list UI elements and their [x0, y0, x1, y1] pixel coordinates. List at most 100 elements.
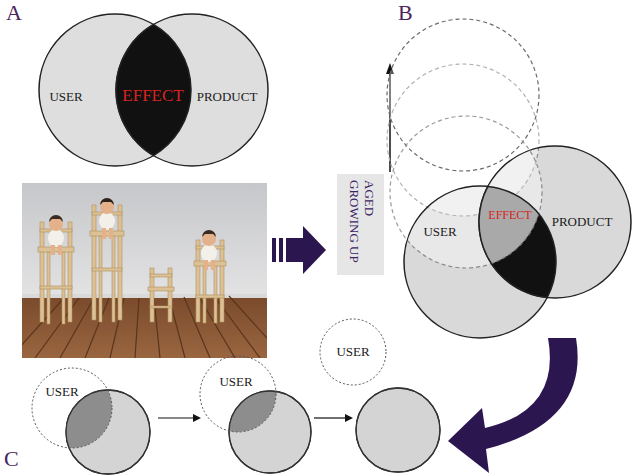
- faded-region: [387, 19, 539, 171]
- chair-post: [40, 222, 44, 322]
- user-dotted-outline: [32, 368, 112, 448]
- high-chair-photo: [22, 183, 267, 358]
- shape-group: [116, 14, 268, 166]
- circle-outline: [39, 14, 191, 166]
- dashed-circle: [387, 19, 539, 171]
- arrow-stripe: [272, 238, 276, 262]
- overlap-fill: [320, 319, 386, 385]
- dashed-arc: [390, 116, 542, 268]
- floor-plank: [85, 298, 109, 358]
- shape-group: [320, 319, 440, 472]
- aging-box: AGED GROWING UP: [337, 174, 384, 275]
- chair-post: [118, 205, 122, 320]
- effect-overlap: EFFECT: [113, 11, 194, 169]
- small-chair: [148, 268, 174, 322]
- circle-outline: [479, 146, 631, 298]
- panel-letter: A: [6, 0, 22, 25]
- user-circle: USER: [197, 353, 279, 435]
- circle-label: USER: [423, 225, 456, 240]
- shape-group: [390, 116, 556, 298]
- user-dotted-outline: [320, 319, 386, 385]
- baby-leg: [102, 228, 106, 239]
- shape-group: [387, 19, 556, 338]
- panel-letter-holder: B: [398, 0, 413, 25]
- chair-post: [220, 240, 224, 322]
- rotated-caption: AGED GROWING UP: [346, 180, 376, 270]
- chair-footrest: [92, 268, 122, 271]
- arrow-head: [193, 414, 201, 422]
- high-chair: [38, 222, 74, 324]
- shape-group: [39, 14, 191, 166]
- photo-floor: [22, 296, 267, 358]
- caption-box-fill: [337, 174, 384, 275]
- circle-label: PRODUCT: [197, 90, 258, 105]
- chair-footrest: [40, 286, 72, 289]
- circle-label: USER: [219, 375, 252, 390]
- baby-body: [48, 229, 64, 247]
- arrow-shaft: [314, 417, 346, 418]
- photo-wall: [22, 183, 267, 298]
- chair-seat: [90, 231, 124, 236]
- chair-rail: [150, 274, 172, 277]
- baby: [99, 198, 115, 239]
- node-outline: [29, 365, 115, 451]
- user-circle: USER: [29, 365, 115, 451]
- arrow-head: [303, 226, 326, 274]
- circle-label: PRODUCT: [552, 215, 613, 230]
- curved-arrow: [448, 338, 578, 473]
- overlap-fill: [200, 356, 276, 432]
- baby-leg: [58, 245, 62, 255]
- product-outline: [66, 390, 150, 474]
- circle-label: EFFECT: [488, 209, 531, 223]
- circle-label: USER: [49, 90, 82, 105]
- circle-fill: [116, 14, 268, 166]
- chair-footrest: [150, 306, 172, 308]
- user-circle: USER: [317, 316, 389, 388]
- chair-leg: [99, 236, 102, 322]
- baby-hair: [202, 230, 216, 237]
- shape-group: [337, 174, 384, 275]
- shape-group: [32, 368, 150, 474]
- baby-leg: [204, 260, 208, 270]
- user-dotted-outline: [200, 356, 276, 432]
- baby-leg: [109, 228, 113, 239]
- circle-label: EFFECT: [122, 86, 183, 106]
- transition-arrow: [272, 226, 326, 274]
- circle-label: USER: [45, 385, 78, 400]
- baby-hair: [100, 198, 114, 205]
- floor-plank: [229, 296, 267, 358]
- floor-plank: [135, 298, 139, 358]
- baby: [48, 215, 64, 255]
- chair-post: [68, 222, 72, 322]
- baby-leg: [211, 260, 215, 270]
- panel-letter: C: [4, 446, 19, 471]
- shape-group: [200, 356, 311, 473]
- circle-label: USER: [336, 345, 369, 360]
- high-chair: [90, 205, 124, 322]
- chair-leg: [203, 266, 206, 323]
- faded-overlap: [390, 116, 542, 268]
- dashed-circle: [390, 116, 542, 268]
- faded-region: [390, 116, 542, 268]
- overlap-fill: [32, 368, 112, 448]
- chair-seat: [38, 247, 74, 252]
- chair-post: [92, 205, 96, 320]
- dashed-arc: [387, 19, 539, 171]
- node-outline: [197, 353, 279, 435]
- product-outline: [356, 388, 440, 472]
- chair-post: [196, 240, 200, 322]
- node-outline: [476, 183, 559, 301]
- chair-footrest: [196, 295, 224, 298]
- chair-seat: [148, 287, 174, 291]
- arrow-shaft: [158, 417, 194, 418]
- panel-letter-holder: A: [6, 0, 22, 25]
- baby-body: [201, 244, 217, 262]
- panel-letter: B: [398, 0, 413, 25]
- arrow-head: [345, 414, 353, 422]
- chair-leg: [214, 266, 217, 323]
- baby-body: [99, 212, 115, 230]
- arrow-stripe: [279, 238, 283, 262]
- product-circle: [356, 388, 440, 472]
- baby-hair: [49, 215, 63, 222]
